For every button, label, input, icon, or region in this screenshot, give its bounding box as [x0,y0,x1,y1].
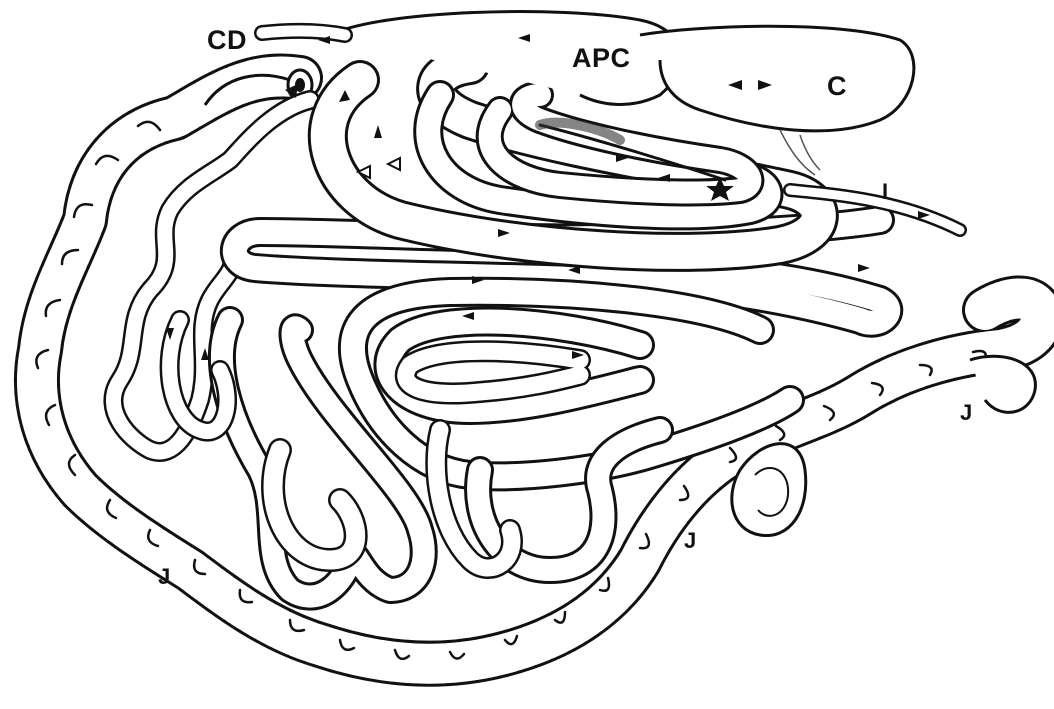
label-cd: CD [207,27,247,54]
label-j-left: J [158,566,170,588]
open-arrows [358,158,400,178]
label-j-center: J [684,530,696,552]
label-apc: APC [572,45,631,72]
label-c: C [827,73,847,100]
label-j-right: J [960,402,972,424]
ileal-loops [170,220,889,597]
label-i: I [882,181,888,203]
